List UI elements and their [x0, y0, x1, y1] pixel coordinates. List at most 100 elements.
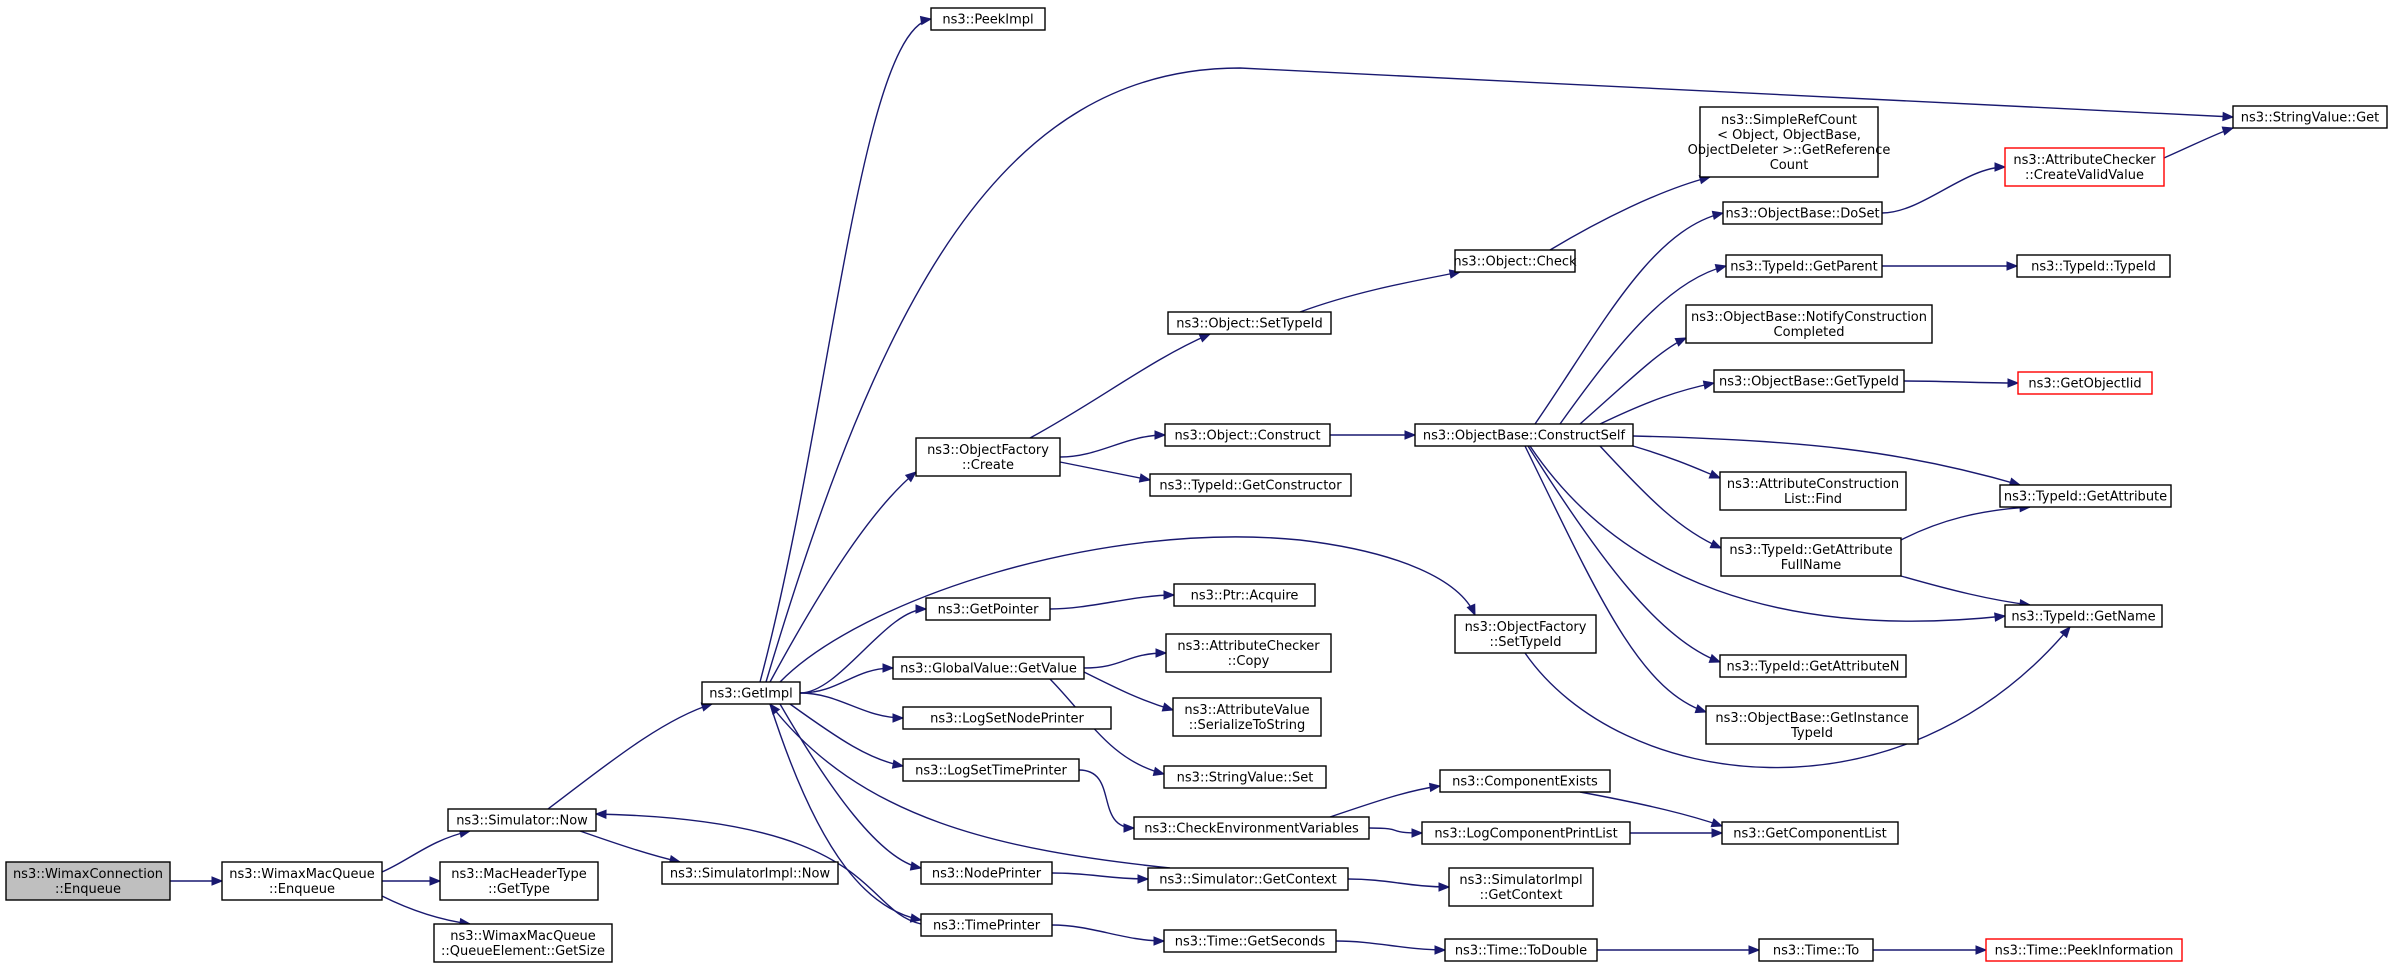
- node-label: ns3::ObjectBase::NotifyConstruction: [1691, 310, 1927, 325]
- edge-line: [1549, 176, 1711, 251]
- node-av-serialize[interactable]: ns3::AttributeValue::SerializeToString: [1172, 697, 1322, 737]
- node-sim-getcontext[interactable]: ns3::Simulator::GetContext: [1147, 867, 1349, 891]
- node-tid-typeid[interactable]: ns3::TypeId::TypeId: [2016, 254, 2171, 278]
- node-checkenv[interactable]: ns3::CheckEnvironmentVariables: [1133, 816, 1370, 840]
- node-sim-now[interactable]: ns3::Simulator::Now: [447, 808, 597, 832]
- node-root[interactable]: ns3::WimaxConnection::Enqueue: [5, 861, 171, 901]
- node-nodeprinter[interactable]: ns3::NodePrinter: [920, 861, 1053, 885]
- node-ptr-acquire[interactable]: ns3::Ptr::Acquire: [1173, 583, 1316, 607]
- node-timeprinter[interactable]: ns3::TimePrinter: [920, 913, 1053, 937]
- edge-time_getseconds-to-time_todouble: [1335, 940, 1447, 955]
- node-ob-doset[interactable]: ns3::ObjectBase::DoSet: [1722, 201, 1883, 225]
- node-label: ::CreateValidValue: [2025, 168, 2144, 183]
- node-getobjectiid[interactable]: ns3::GetObjectIid: [2017, 371, 2153, 395]
- node-label: ns3::Simulator::GetContext: [1159, 873, 1336, 888]
- edge-line: [799, 608, 927, 694]
- node-box: [1999, 484, 2172, 508]
- edge-ob_doset-to-ac_createvalid: [1881, 162, 2007, 214]
- edge-line: [1900, 506, 2031, 541]
- node-label: ns3::WimaxMacQueue: [450, 929, 596, 944]
- node-sv-get[interactable]: ns3::StringValue::Get: [2232, 105, 2388, 129]
- node-getpointer[interactable]: ns3::GetPointer: [925, 597, 1051, 621]
- edge-sim_getcontext-to-simimpl_getcontext: [1347, 878, 1451, 892]
- node-tid-getparent[interactable]: ns3::TypeId::GetParent: [1725, 254, 1883, 278]
- node-time-getseconds[interactable]: ns3::Time::GetSeconds: [1163, 929, 1337, 953]
- node-gv-getvalue[interactable]: ns3::GlobalValue::GetValue: [892, 656, 1085, 680]
- node-obj-check[interactable]: ns3::Object::Check: [1453, 249, 1577, 273]
- node-ob-constructself[interactable]: ns3::ObjectBase::ConstructSelf: [1414, 423, 1634, 447]
- node-time-to[interactable]: ns3::Time::To: [1758, 938, 1874, 962]
- edge-line: [1059, 461, 1151, 481]
- node-logsetnode[interactable]: ns3::LogSetNodePrinter: [902, 706, 1112, 730]
- node-label: ns3::NodePrinter: [932, 867, 1042, 882]
- node-wmq-enq[interactable]: ns3::WimaxMacQueue::Enqueue: [221, 861, 383, 901]
- node-tid-getattrn[interactable]: ns3::TypeId::GetAttributeN: [1719, 654, 1907, 678]
- node-ac-copy[interactable]: ns3::AttributeChecker::Copy: [1165, 633, 1332, 673]
- node-ob-notify[interactable]: ns3::ObjectBase::NotifyConstructionCompl…: [1685, 304, 1933, 344]
- node-logcomp-printlist[interactable]: ns3::LogComponentPrintList: [1421, 821, 1631, 845]
- node-of-settypeid[interactable]: ns3::ObjectFactory::SetTypeId: [1454, 614, 1597, 654]
- node-label: ns3::SimpleRefCount: [1721, 113, 1857, 128]
- node-label: ::Copy: [1228, 654, 1270, 669]
- node-simimpl-getcontext[interactable]: ns3::SimulatorImpl::GetContext: [1448, 867, 1594, 907]
- node-obj-construct[interactable]: ns3::Object::Construct: [1164, 423, 1331, 447]
- node-tid-getname[interactable]: ns3::TypeId::GetName: [2004, 604, 2163, 628]
- node-box: [1713, 369, 1905, 393]
- node-mht-gettype[interactable]: ns3::MacHeaderType::GetType: [439, 861, 599, 901]
- node-logsettime[interactable]: ns3::LogSetTimePrinter: [902, 758, 1080, 782]
- edge-line: [1527, 445, 1721, 663]
- node-label: ns3::GetPointer: [938, 603, 1039, 618]
- node-label: ns3::MacHeaderType: [451, 867, 587, 882]
- edge-arrowhead: [594, 809, 607, 819]
- node-label: ns3::Time::PeekInformation: [1995, 944, 2174, 959]
- node-label: ::QueueElement::GetSize: [441, 944, 605, 959]
- edge-arrowhead: [1411, 828, 1424, 838]
- edge-arrowhead: [1153, 936, 1166, 946]
- edge-getimpl-to-nodeprinter: [779, 703, 923, 871]
- node-time-peekinfo[interactable]: ns3::Time::PeekInformation: [1985, 938, 2183, 962]
- node-label: ns3::AttributeValue: [1184, 703, 1309, 718]
- node-of-create[interactable]: ns3::ObjectFactory::Create: [915, 437, 1061, 477]
- edge-arrowhead: [2222, 111, 2235, 122]
- edge-arrowhead: [919, 15, 933, 26]
- node-label: List::Find: [1784, 492, 1842, 507]
- node-box: [5, 861, 171, 901]
- node-obj-settypeid[interactable]: ns3::Object::SetTypeId: [1167, 311, 1332, 335]
- node-qe-getsize[interactable]: ns3::WimaxMacQueue::QueueElement::GetSiz…: [433, 923, 613, 963]
- node-label: ns3::GetImpl: [709, 687, 793, 702]
- edge-line: [1049, 594, 1175, 610]
- edge-line: [1083, 652, 1167, 669]
- edge-timeprinter-to-sim_now: [594, 809, 922, 925]
- node-getcomplist[interactable]: ns3::GetComponentList: [1721, 821, 1899, 845]
- edge-root-to-wmq_enq: [170, 876, 224, 886]
- node-ac-createvalid[interactable]: ns3::AttributeChecker::CreateValidValue: [2004, 147, 2165, 187]
- node-tid-getconstructor[interactable]: ns3::TypeId::GetConstructor: [1149, 473, 1352, 497]
- edge-line: [799, 667, 894, 694]
- node-simimpl-now[interactable]: ns3::SimulatorImpl::Now: [661, 861, 839, 885]
- edge-getimpl-to-of_settypeid: [779, 536, 1476, 683]
- edge-checkenv-to-logcomp_printlist: [1368, 827, 1424, 838]
- node-box: [1699, 106, 1879, 178]
- node-label: ns3::AttributeChecker: [2013, 153, 2156, 168]
- node-label: ns3::Simulator::Now: [456, 814, 588, 829]
- node-ob-gettypeid[interactable]: ns3::ObjectBase::GetTypeId: [1713, 369, 1905, 393]
- edge-line: [1632, 435, 2021, 486]
- edge-ob_constructself-to-acl_find: [1632, 445, 1722, 479]
- node-box: [1721, 821, 1899, 845]
- node-getimpl[interactable]: ns3::GetImpl: [701, 681, 801, 705]
- node-tid-getattribute[interactable]: ns3::TypeId::GetAttribute: [1999, 484, 2172, 508]
- node-src-getrefcount[interactable]: ns3::SimpleRefCount< Object, ObjectBase,…: [1688, 106, 1891, 178]
- edge-line: [779, 703, 922, 869]
- edge-line: [547, 703, 713, 810]
- node-time-todouble[interactable]: ns3::Time::ToDouble: [1444, 938, 1598, 962]
- node-peekimpl[interactable]: ns3::PeekImpl: [930, 7, 1046, 31]
- edge-arrowhead: [1434, 945, 1447, 955]
- node-comp-exists[interactable]: ns3::ComponentExists: [1439, 769, 1611, 793]
- node-sv-set[interactable]: ns3::StringValue::Set: [1163, 765, 1327, 789]
- edge-arrowhead: [891, 759, 905, 769]
- node-box: [920, 913, 1053, 937]
